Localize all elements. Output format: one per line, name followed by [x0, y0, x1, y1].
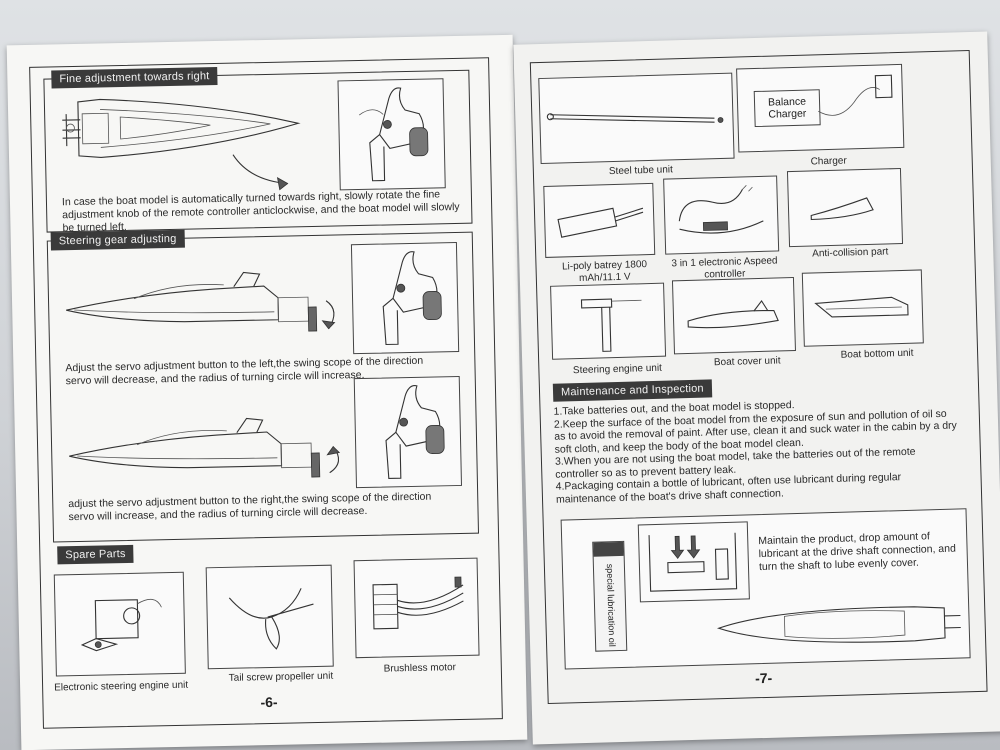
boat-top-view-illustration: [62, 98, 301, 158]
propeller-image: [205, 564, 334, 670]
remote-controller-image-1: [337, 78, 446, 191]
turn-arrow: [232, 154, 289, 191]
steering-engine-image: [53, 571, 186, 677]
battery-image: [543, 182, 656, 258]
balance-charger-box: Balance Charger: [753, 89, 821, 128]
steering-engine-unit-image: [550, 282, 667, 360]
lubrication-instruction-text: Maintain the product, drop amount of lub…: [758, 530, 957, 574]
boat-bottom-image: [801, 269, 924, 347]
boat-side-view-right: [69, 417, 341, 478]
remote-controller-image-2: [350, 241, 460, 355]
brushless-motor-image: [353, 557, 480, 659]
fine-adjustment-text: In case the boat model is automatically …: [61, 188, 460, 235]
lubrication-panel: special lubrication oil Maintain the pro…: [560, 508, 971, 670]
lubricant-tube-image: special lubrication oil: [592, 540, 628, 652]
manual-page-6: Fine adjustment towards right In case th…: [6, 34, 528, 750]
maintenance-list: 1.Take batteries out, and the boat model…: [553, 394, 960, 505]
page-number-7: -7-: [754, 669, 773, 687]
page-number-6: -6-: [260, 693, 278, 711]
steering-gear-heading: Steering gear adjusting: [50, 229, 185, 251]
part-label-charger: Charger: [810, 155, 847, 168]
steel-tube-image: [538, 72, 735, 165]
lubricant-tube-label: special lubrication oil: [604, 563, 618, 647]
charger-image: Balance Charger: [736, 63, 905, 153]
boat-cover-image: [671, 277, 796, 355]
spare-parts-heading: Spare Parts: [57, 544, 134, 565]
drive-shaft-closeup-image: [637, 521, 750, 603]
fine-adjustment-heading: Fine adjustment towards right: [51, 66, 218, 89]
remote-controller-image-3: [353, 375, 462, 489]
anti-collision-image: [786, 167, 904, 248]
spare-part-label-3: Brushless motor: [383, 662, 457, 675]
manual-page-7: Steel tube unit Balance Charger Charger …: [513, 31, 1000, 745]
boat-top-view-lube-illustration: [716, 606, 961, 643]
boat-side-view-left: [66, 271, 336, 332]
part-label-battery: Li-poly batrey 1800 mAh/11.1 V: [561, 259, 648, 285]
speed-controller-image: [663, 175, 780, 255]
